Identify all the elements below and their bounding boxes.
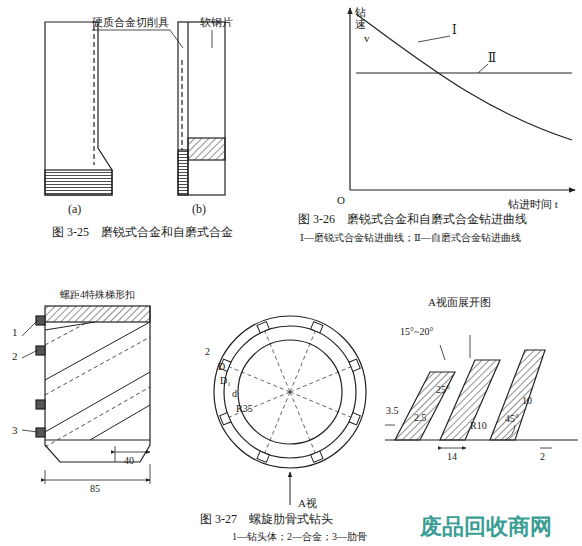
figure-3-26 — [350, 8, 575, 190]
line-art — [92, 30, 183, 48]
line-art — [349, 413, 360, 425]
callout-number: 1 — [12, 326, 18, 338]
line-art — [478, 64, 488, 73]
line-art — [188, 138, 225, 160]
legend-note: 1—钻头体；2—合金；3—肋骨 — [232, 531, 367, 542]
dimension: D — [218, 361, 225, 372]
line-art — [220, 322, 361, 463]
line-art — [418, 36, 450, 42]
legend-note: Ⅰ—磨锐式合金钻进曲线；Ⅱ—自磨式合金钻进曲线 — [300, 232, 521, 243]
line-art — [349, 359, 360, 371]
line-art — [45, 22, 112, 195]
line-art — [490, 350, 545, 440]
dimension: 2 — [540, 451, 545, 462]
line-art — [224, 326, 356, 458]
line-art — [220, 413, 231, 425]
view-title: A视面展开图 — [428, 296, 491, 308]
line-art — [45, 322, 150, 440]
line-art — [442, 448, 466, 449]
line-art — [181, 60, 182, 150]
line-art — [115, 452, 150, 453]
dimension: 2 — [205, 346, 210, 357]
line-art — [36, 400, 45, 409]
line-art — [229, 392, 290, 417]
line-art — [178, 22, 225, 195]
figure-3-25 — [45, 22, 225, 195]
curve-label: Ⅰ — [452, 24, 457, 37]
angle: 45° — [505, 413, 519, 424]
part-label: 软钢片 — [200, 16, 233, 28]
line-art — [356, 72, 572, 73]
view-label: A视 — [298, 497, 317, 509]
dimension: 2.5 — [414, 412, 427, 423]
line-art — [22, 430, 38, 432]
line-art — [178, 150, 188, 195]
dimension: d — [232, 388, 237, 399]
line-art — [45, 306, 150, 462]
dimension: D₁ — [220, 375, 231, 386]
dimension: 14 — [447, 451, 457, 462]
line-art — [311, 322, 323, 333]
line-art — [385, 425, 395, 426]
curve-label: Ⅱ — [488, 52, 496, 65]
line-art — [45, 480, 150, 481]
callout-number: 3 — [12, 424, 18, 436]
figure-tag: (a) — [68, 203, 81, 216]
figure-caption: 图 3-26 磨锐式合金和自磨式合金钻进曲线 — [298, 213, 527, 226]
callout-number: 2 — [12, 350, 18, 362]
line-art — [212, 30, 213, 48]
figure-caption: 图 3-27 螺旋肋骨式钻头 — [200, 513, 333, 526]
line-art — [22, 350, 38, 358]
line-art — [150, 464, 151, 484]
line-art — [45, 170, 112, 195]
line-art — [36, 428, 45, 437]
line-art — [229, 331, 351, 453]
line-art — [440, 360, 500, 440]
line-art — [22, 320, 38, 336]
dimension: 40 — [124, 455, 134, 466]
thread-note: 螺距4特殊梯形扣 — [60, 289, 135, 300]
axis-symbol: v — [364, 32, 370, 44]
figure-caption: 图 3-25 磨锐式合金和自磨式合金 — [52, 226, 233, 239]
line-art — [311, 451, 323, 462]
line-art — [540, 448, 552, 449]
origin-label: O — [337, 194, 345, 206]
axis-title: 钻进时间 t — [508, 198, 558, 210]
line-art — [214, 316, 366, 468]
line-art — [290, 472, 291, 505]
line-art — [350, 189, 575, 190]
line-art — [257, 322, 269, 333]
dimension: 85 — [90, 483, 100, 494]
line-art — [45, 439, 150, 440]
line-art — [290, 392, 315, 453]
line-art — [505, 425, 515, 440]
line-art — [257, 451, 269, 462]
line-art — [45, 322, 150, 447]
line-art — [45, 470, 46, 484]
line-art — [115, 446, 116, 462]
line-art — [265, 331, 290, 392]
line-art — [356, 14, 572, 140]
line-art — [290, 367, 351, 392]
line-art — [93, 26, 94, 165]
dimension: R35 — [236, 403, 253, 414]
figure-3-27 — [22, 306, 578, 505]
line-art — [45, 306, 150, 322]
dimension: 3.5 — [386, 405, 399, 416]
part-label: 硬质合金切削具 — [92, 16, 169, 28]
axis-title: 钻速 — [355, 6, 366, 30]
line-art — [349, 8, 350, 190]
line-art — [440, 335, 470, 360]
angle: 25° — [436, 384, 450, 395]
dimension: 10 — [522, 395, 532, 406]
watermark: 废品回收商网 — [420, 515, 552, 539]
figure-tag: (b) — [192, 203, 206, 216]
angle: 15°~20° — [400, 326, 433, 337]
dimension: R10 — [470, 420, 487, 431]
